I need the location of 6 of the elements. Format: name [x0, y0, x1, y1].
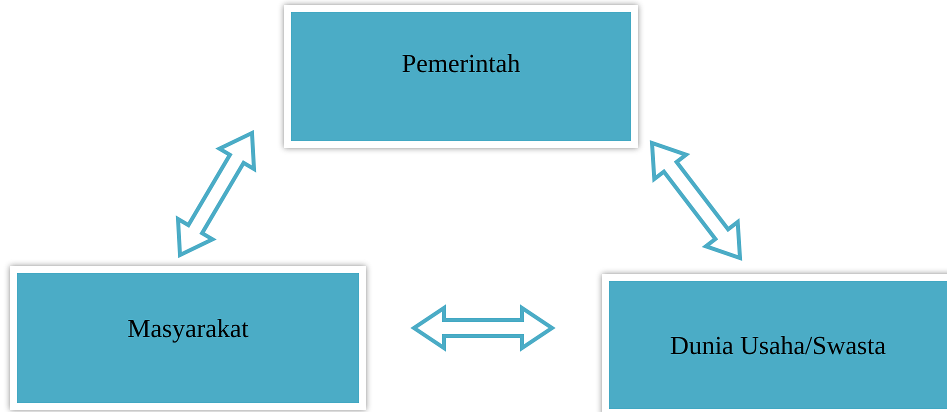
box-label: Pemerintah	[402, 48, 520, 80]
box-label: Dunia Usaha/Swasta	[670, 330, 886, 362]
double-arrow	[410, 304, 556, 352]
box-label: Masyarakat	[127, 312, 249, 345]
double-arrow	[650, 140, 742, 261]
double-arrow	[176, 130, 256, 258]
